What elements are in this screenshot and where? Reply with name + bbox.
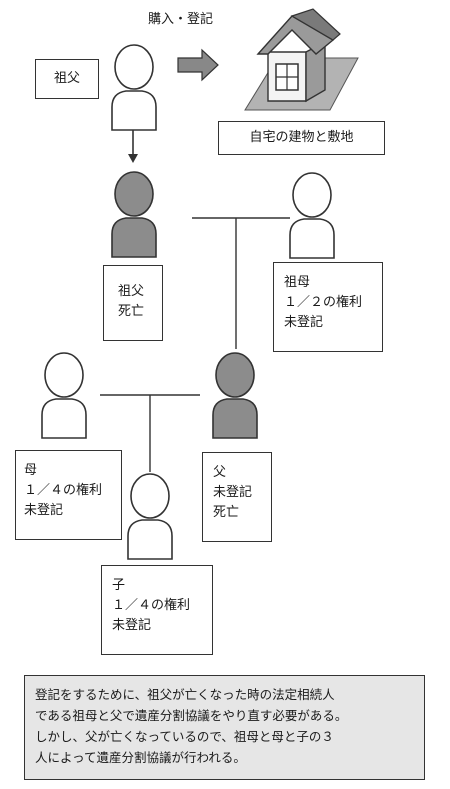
box-line: 子 (112, 578, 126, 593)
mother-box: 母 １／４の権利 未登記 (15, 450, 122, 540)
property-box: 自宅の建物と敷地 (218, 121, 385, 155)
box-line: 祖母 (284, 275, 311, 290)
person-icon-child (127, 473, 173, 560)
box-line: １／２の権利 (284, 295, 363, 310)
grandfather-deceased-box: 祖父 死亡 (103, 265, 163, 341)
box-line: 未登記 (24, 503, 64, 518)
arrow-right-icon (177, 48, 219, 82)
box-line: 未登記 (112, 618, 152, 633)
person-icon-grandmother (289, 172, 335, 259)
note-line: 登記をするために、祖父が亡くなった時の法定相続人 (35, 687, 335, 702)
box-line: 母 (24, 463, 38, 478)
box-line: 祖父 (118, 284, 145, 299)
box-line: 死亡 (118, 304, 145, 319)
child-box: 子 １／４の権利 未登記 (101, 565, 213, 655)
grandfather-box: 祖父 (35, 59, 99, 99)
note-line: である祖母と父で遺産分割協議をやり直す必要がある。 (35, 708, 348, 723)
box-line: 未登記 (284, 315, 324, 330)
box-line: １／４の権利 (112, 598, 191, 613)
grandmother-box: 祖母 １／２の権利 未登記 (273, 262, 383, 352)
arrow-down-icon (128, 128, 138, 163)
box-line: 死亡 (213, 505, 240, 520)
person-icon-mother (41, 352, 87, 439)
explanation-note: 登記をするために、祖父が亡くなった時の法定相続人 である祖母と父で遺産分割協議を… (24, 675, 425, 780)
note-line: しかし、父が亡くなっているので、祖母と母と子の３ (35, 729, 334, 744)
box-line: 未登記 (213, 485, 253, 500)
box-line: 父 (213, 465, 227, 480)
father-box: 父 未登記 死亡 (202, 452, 272, 542)
purchase-label: 購入・登記 (148, 12, 214, 27)
box-line: １／４の権利 (24, 483, 103, 498)
house-icon (244, 8, 359, 111)
relationship-lines (100, 217, 290, 472)
note-line: 人によって遺産分割協議が行われる。 (35, 750, 246, 765)
person-icon-grandfather (111, 44, 157, 131)
person-icon-grandfather-deceased (111, 171, 157, 258)
person-icon-father (212, 352, 258, 439)
